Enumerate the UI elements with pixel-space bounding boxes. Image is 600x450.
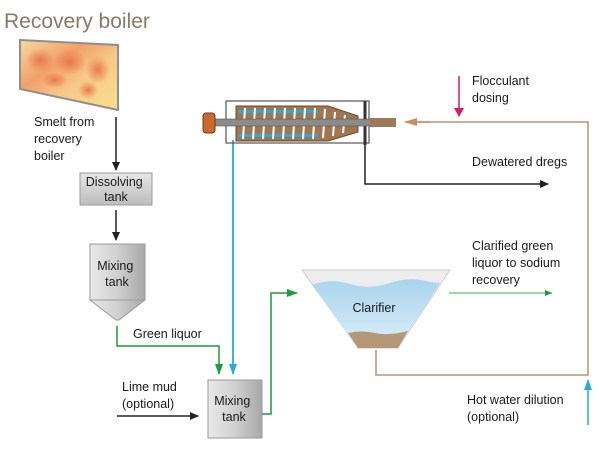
green-liquor-flow — [116, 326, 223, 375]
lime-mud-label: Lime mud (optional) — [122, 380, 180, 411]
smelt-label: Smelt from recovery boiler — [34, 115, 98, 163]
mixing-to-clarifier-flow — [262, 289, 298, 415]
clarifier-underflow-line — [375, 121, 589, 376]
dissolving-tank-label: Dissolving tank — [86, 175, 146, 204]
diagram-title: Recovery boiler — [4, 10, 150, 33]
green-liquor-label: Green liquor — [133, 327, 202, 341]
clarified-liquor-label: Clarified green liquor to sodium recover… — [472, 239, 564, 287]
flocculant-label: Flocculant dosing — [472, 74, 532, 105]
clarifier: Clarifier — [301, 269, 451, 349]
mixing-tank-2-label: Mixing tank — [214, 394, 254, 424]
decanter-centrifuge — [202, 100, 396, 145]
dewatered-dregs-arrow — [364, 140, 549, 188]
mixing-tank-1: Mixing tank — [89, 243, 146, 321]
mixing-tank-1-label: Mixing tank — [97, 259, 137, 289]
recovery-boiler-image — [19, 38, 119, 112]
dewatered-dregs-label: Dewatered dregs — [472, 155, 567, 169]
mixing-tank-2: Mixing tank — [207, 379, 263, 439]
hot-water-label: Hot water dilution (optional) — [467, 393, 567, 424]
dissolving-tank: Dissolving tank — [79, 172, 153, 206]
clarifier-label: Clarifier — [352, 301, 395, 315]
